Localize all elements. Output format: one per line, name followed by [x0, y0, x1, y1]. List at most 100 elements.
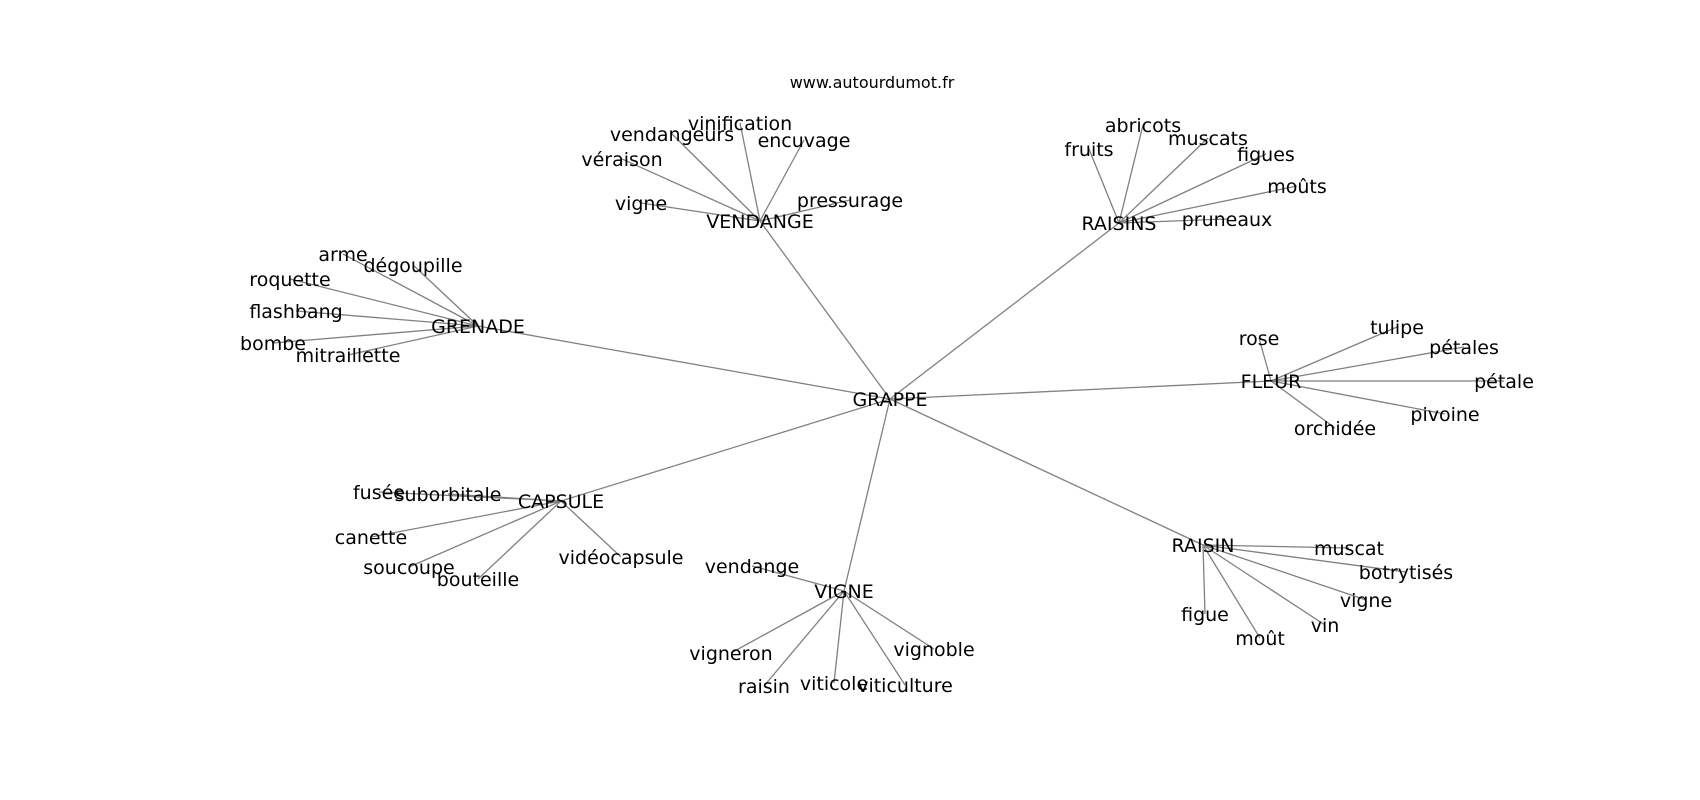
graph-edges [272, 122, 1504, 687]
word-node-degoupille: dégoupille [363, 255, 462, 277]
center-node-label: GRAPPE [852, 389, 927, 411]
word-node-vigneron: vigneron [689, 643, 772, 665]
edge-center-capsule [560, 398, 891, 502]
word-node-petales: pétales [1429, 337, 1499, 359]
edge-vigne-vignoble [843, 590, 935, 650]
edge-capsule-soucoupe [408, 500, 562, 568]
word-node-bombe: bombe [240, 333, 306, 355]
word-node-fusee: fusée [353, 482, 405, 504]
edge-raisin-vin [1202, 544, 1326, 626]
edge-capsule-videocapsule [560, 500, 622, 558]
edge-raisin-mout [1202, 544, 1261, 639]
word-node-orchidee: orchidée [1294, 418, 1376, 440]
edge-raisins-fruits [1088, 148, 1120, 224]
edge-vigne-raisin [763, 590, 845, 687]
word-node-pruneaux: pruneaux [1182, 209, 1273, 231]
word-node-videocapsule: vidéocapsule [559, 547, 684, 569]
edge-capsule-suborbitale [447, 493, 562, 502]
hub-node-raisins: RAISINS [1082, 213, 1157, 235]
edge-center-grenade [477, 325, 891, 400]
word-node-vignoble: vignoble [893, 639, 974, 661]
word-node-tulipe: tulipe [1370, 317, 1424, 339]
edge-raisin-botrytises [1202, 544, 1407, 573]
edge-vigne-viticulture [843, 590, 906, 686]
word-node-abricots: abricots [1105, 115, 1181, 137]
word-node-mouts: moûts [1267, 176, 1327, 198]
word-node-suborbitale: suborbitale [395, 484, 502, 506]
word-node-muscats: muscats [1168, 128, 1248, 150]
word-node-vin: vin [1311, 615, 1340, 637]
edge-raisins-figues [1118, 153, 1267, 224]
word-node-viticole: viticole [800, 673, 868, 695]
edge-vigne-vigneron [730, 590, 845, 654]
edge-vigne-viticole [833, 590, 845, 684]
word-node-figue: figue [1181, 604, 1229, 626]
word-node-soucoupe: soucoupe [363, 557, 454, 579]
word-node-fruits: fruits [1064, 139, 1113, 161]
edge-grenade-degoupille [412, 264, 479, 327]
edge-raisin-figue [1202, 544, 1206, 615]
edge-center-vigne [843, 398, 891, 592]
hub-node-fleur: FLEUR [1241, 371, 1302, 393]
edge-raisins-muscats [1118, 137, 1209, 224]
hub-node-vendange: VENDANGE [706, 211, 813, 233]
word-node-arme: arme [318, 244, 367, 266]
hub-node-capsule: CAPSULE [518, 491, 604, 513]
edge-center-fleur [889, 380, 1272, 400]
word-node-bouteille: bouteille [437, 569, 519, 591]
word-node-vigne: vigne [615, 193, 667, 215]
edge-grenade-roquette [289, 278, 479, 327]
word-node-petale: pétale [1474, 371, 1534, 393]
edge-grenade-mitraillette [347, 325, 479, 356]
edge-vendange-vinification [739, 122, 761, 222]
word-node-muscat: muscat [1314, 538, 1384, 560]
word-node-viticulture: viticulture [857, 675, 953, 697]
word-node-vigne: vigne [1340, 590, 1392, 612]
site-url: www.autourdumot.fr [790, 73, 955, 92]
edge-raisins-pruneaux [1118, 218, 1228, 224]
edge-vendange-encuvage [759, 139, 805, 222]
hub-node-raisin: RAISIN [1172, 535, 1235, 557]
edge-raisins-mouts [1118, 185, 1298, 224]
edge-fleur-tulipe [1270, 326, 1398, 382]
word-node-mitraillette: mitraillette [296, 345, 401, 367]
edge-center-raisin [889, 398, 1204, 546]
graph-labels: www.autourdumot.fr GRAPPE VENDANGE vinific… [240, 73, 1534, 698]
word-node-vinification: vinification [688, 113, 792, 135]
word-node-canette: canette [335, 527, 407, 549]
edge-capsule-canette [370, 500, 562, 538]
edge-fleur-pivoine [1270, 380, 1446, 415]
word-node-roquette: roquette [249, 269, 330, 291]
edge-grenade-arme [342, 253, 479, 327]
edge-fleur-orchidee [1270, 380, 1336, 429]
edge-vigne-vendange [751, 565, 845, 592]
edge-grenade-flashbang [295, 310, 479, 327]
word-node-pivoine: pivoine [1410, 404, 1479, 426]
hub-node-grenade: GRENADE [431, 316, 525, 338]
edge-capsule-bouteille [477, 500, 562, 580]
edge-raisins-abricots [1118, 124, 1144, 224]
edge-grenade-bombe [272, 325, 479, 344]
word-node-figues: figues [1237, 144, 1295, 166]
edge-vendange-pressurage [759, 199, 851, 222]
edge-raisin-muscat [1202, 544, 1350, 549]
word-node-mout: moût [1235, 628, 1285, 650]
word-node-vendangeurs: vendangeurs [610, 124, 734, 146]
hub-node-vigne: VIGNE [814, 581, 874, 603]
edge-center-vendange [759, 220, 891, 400]
edge-fleur-rose [1258, 337, 1272, 382]
word-node-pressurage: pressurage [797, 190, 903, 212]
word-node-flashbang: flashbang [249, 301, 342, 323]
edge-fleur-petales [1270, 346, 1465, 382]
word-node-veraison: véraison [581, 149, 662, 171]
word-node-rose: rose [1239, 328, 1280, 350]
edge-center-raisins [889, 222, 1120, 400]
edge-vendange-veraison [621, 158, 761, 222]
word-node-vendange: vendange [705, 556, 799, 578]
word-node-botrytises: botrytisés [1359, 562, 1453, 584]
word-node-encuvage: encuvage [758, 130, 851, 152]
edge-raisin-vigne [1202, 544, 1367, 601]
word-node-raisin: raisin [738, 676, 790, 698]
edge-vendange-vigne [640, 202, 761, 222]
